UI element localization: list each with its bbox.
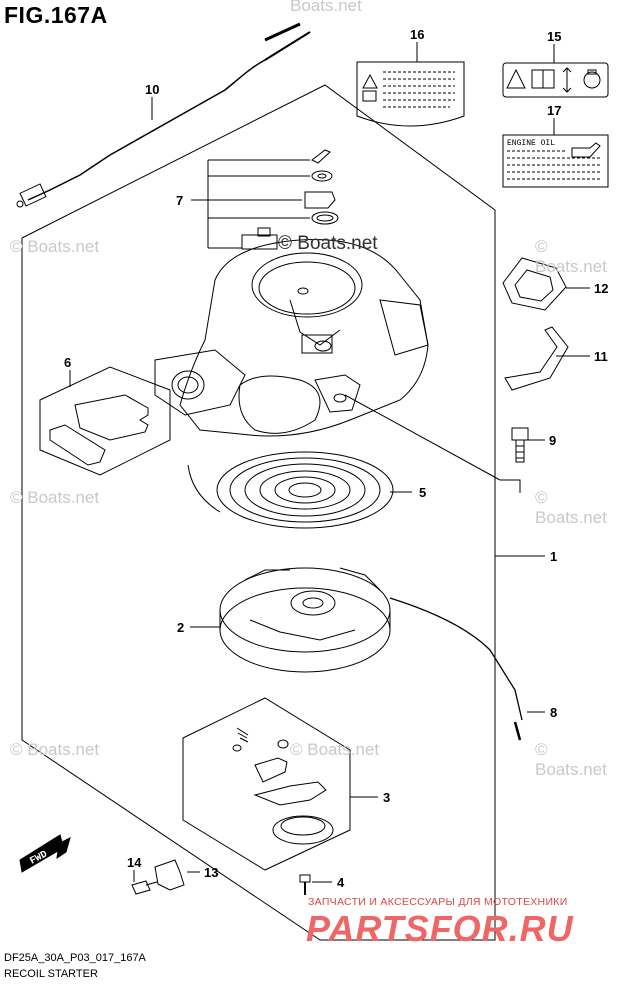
callout-12: 12 (594, 281, 609, 296)
warning-symbols-label-15 (502, 62, 609, 98)
leader-lines (69, 42, 590, 883)
shop-logo: PARTSFOR.RU (306, 908, 574, 949)
watermark-boats-2: © Boats.net (535, 237, 607, 276)
figure-code: DF25A_30A_P03_017_167A (4, 952, 146, 964)
watermark-boats-top: Boats.net (290, 0, 362, 15)
callout-3: 3 (383, 790, 391, 805)
rope-reel-2 (219, 567, 523, 741)
callout-17: 17 (547, 103, 562, 118)
watermark-boats-center: © Boats.net (278, 233, 378, 254)
callout-5: 5 (419, 485, 427, 500)
figure-subtitle: RECOIL STARTER (4, 968, 98, 980)
callout-4: 4 (337, 875, 345, 890)
callout-2: 2 (177, 620, 185, 635)
bracket-part-11 (504, 326, 569, 391)
watermark-boats-4: © Boats.net (535, 488, 607, 527)
pawl-kit-box-3 (182, 697, 351, 871)
starter-rope (16, 22, 311, 208)
callout-15: 15 (547, 29, 562, 44)
callout-16: 16 (410, 27, 425, 42)
watermark-boats-6: © Boats.net (290, 740, 380, 759)
engine-oil-label-17 (502, 134, 609, 188)
seal-part-12 (502, 257, 567, 311)
callout-11: 11 (594, 349, 608, 364)
bolt-part-9 (511, 427, 529, 463)
callout-10: 10 (145, 82, 160, 97)
parts-group-7 (241, 149, 339, 250)
watermark-boats-5: © Boats.net (10, 740, 100, 759)
figure-title: FIG.167A (4, 2, 108, 28)
screw-part-4 (299, 874, 311, 895)
watermark-boats-7: © Boats.net (535, 740, 607, 779)
callout-7-bracket (191, 159, 310, 249)
recoil-spring-5 (187, 451, 412, 529)
assembly-outline (21, 84, 496, 941)
callout-1: 1 (550, 549, 558, 564)
shop-tagline: ЗАПЧАСТИ И АКСЕССУАРЫ ДЛЯ МОТОТЕХНИКИ (308, 896, 568, 908)
watermark-boats-1: © Boats.net (10, 237, 100, 256)
callout-6: 6 (64, 355, 72, 370)
callout-9: 9 (549, 433, 557, 448)
watermark-boats-3: © Boats.net (10, 488, 100, 507)
starter-housing (154, 238, 521, 493)
bracket-13-bolt-14 (131, 859, 185, 895)
fwd-arrow (19, 834, 71, 873)
callout-7: 7 (176, 193, 184, 208)
engine-oil-label-text: ENGINE OIL (507, 139, 556, 148)
caution-label-16 (356, 61, 465, 127)
callout-8: 8 (550, 705, 558, 720)
callout-13: 13 (204, 865, 219, 880)
handle-box-6 (39, 366, 171, 476)
callout-14: 14 (127, 855, 142, 870)
